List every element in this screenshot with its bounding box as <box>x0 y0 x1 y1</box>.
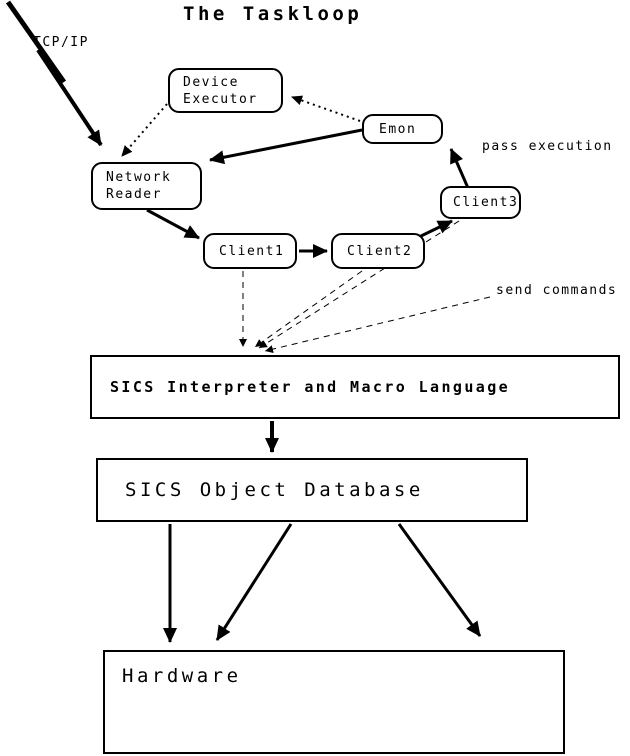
arrow-network-reader-to-client1 <box>146 208 200 240</box>
dashed-client2-to-interpreter <box>254 270 363 348</box>
node-client3-label: Client3 <box>453 195 519 210</box>
node-network-reader-label: Network Reader <box>106 170 172 202</box>
arrow-client3-to-emon <box>449 148 470 189</box>
box-sics-interpreter: SICS Interpreter and Macro Language <box>90 355 620 419</box>
pass-execution-label: pass execution <box>482 139 613 154</box>
node-device-executor: Device Executor <box>168 68 283 113</box>
arrow-client2-to-client3 <box>420 219 453 238</box>
node-emon-label: Emon <box>379 121 417 137</box>
arrow-database-to-hardware-middle <box>215 523 293 641</box>
node-client3: Client3 <box>440 186 521 219</box>
node-emon: Emon <box>362 114 443 144</box>
dotted-arrow-device-executor-to-network-reader <box>121 103 168 157</box>
box-sics-object-database: SICS Object Database <box>96 458 528 522</box>
box-hardware-label: Hardware <box>122 665 242 687</box>
arrow-database-to-hardware-right <box>397 523 482 637</box>
tcpip-label: TCP/IP <box>33 35 89 50</box>
dotted-arrow-emon-to-device-executor <box>291 95 361 122</box>
dashed-send-commands-to-interpreter <box>264 296 491 354</box>
node-device-executor-label: Device Executor <box>183 74 258 107</box>
box-hardware: Hardware <box>103 650 565 754</box>
tcpip-lightning-arrow <box>5 0 103 147</box>
diagram-title: The Taskloop <box>183 3 363 25</box>
arrow-emon-to-network-reader <box>209 128 363 165</box>
node-client2: Client2 <box>331 233 425 269</box>
send-commands-label: send commands <box>496 283 618 298</box>
send-commands-dashed-arrows <box>239 220 491 354</box>
box-sics-object-database-label: SICS Object Database <box>125 478 424 501</box>
node-network-reader: Network Reader <box>91 162 202 210</box>
node-client2-label: Client2 <box>347 243 413 259</box>
node-client1: Client1 <box>203 233 297 269</box>
node-client1-label: Client1 <box>219 243 285 259</box>
box-sics-interpreter-label: SICS Interpreter and Macro Language <box>110 377 511 396</box>
